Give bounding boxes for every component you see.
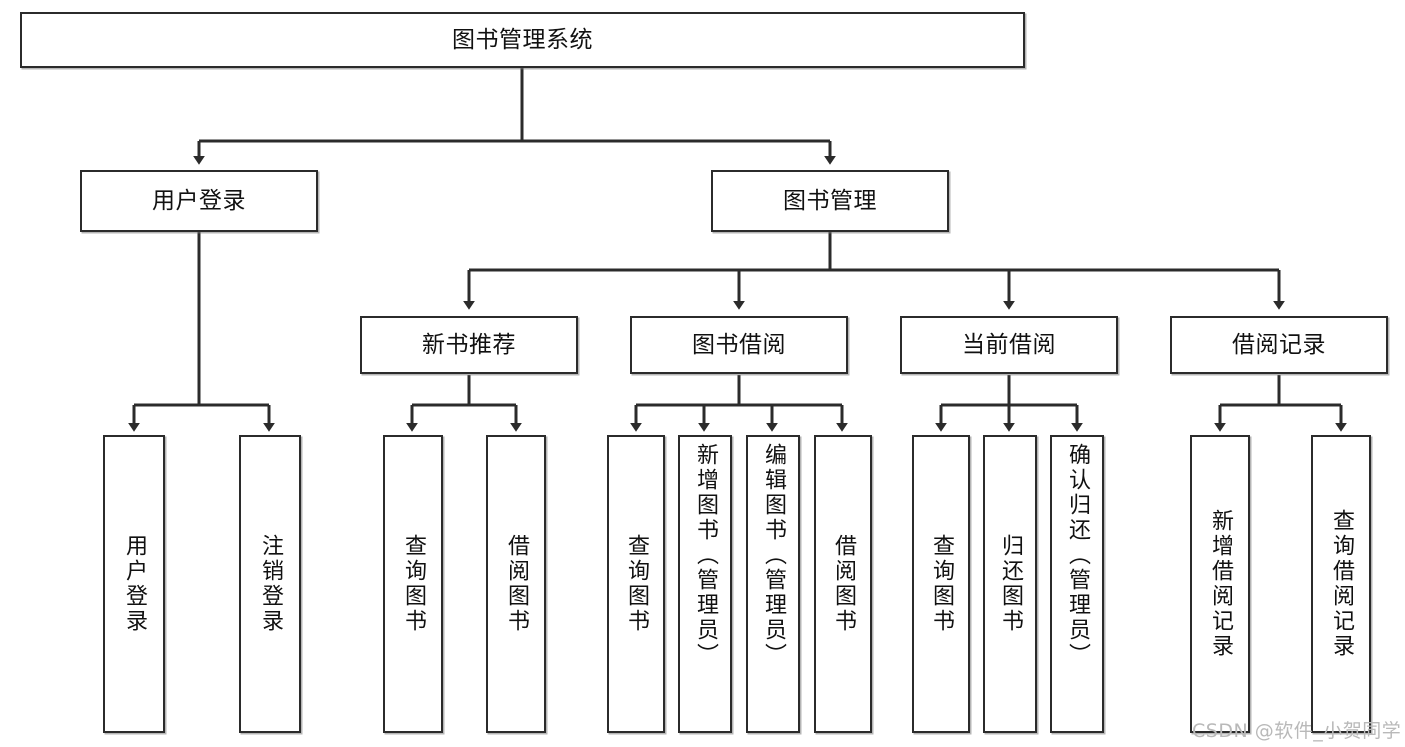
node-label: 归还图书	[997, 534, 1023, 634]
node-book-management[interactable]: 图书管理	[711, 170, 949, 232]
node-user-login[interactable]: 用户登录	[80, 170, 318, 232]
node-label: 当前借阅	[962, 331, 1056, 358]
leaf-borrow-book[interactable]: 借阅图书	[814, 435, 872, 733]
leaf-borrow-book-recommend[interactable]: 借阅图书	[486, 435, 546, 733]
leaf-edit-book-admin[interactable]: 编辑图书（管理员）	[746, 435, 800, 733]
node-label: 新书推荐	[422, 331, 516, 358]
node-label: 编辑图书（管理员）	[760, 443, 786, 668]
node-current-borrow[interactable]: 当前借阅	[900, 316, 1118, 374]
node-book-borrow[interactable]: 图书借阅	[630, 316, 848, 374]
leaf-query-book-recommend[interactable]: 查询图书	[383, 435, 443, 733]
node-borrow-record[interactable]: 借阅记录	[1170, 316, 1388, 374]
node-label: 用户登录	[121, 534, 147, 634]
node-label: 查询借阅记录	[1328, 509, 1354, 659]
node-label: 图书借阅	[692, 331, 786, 358]
node-label: 用户登录	[152, 187, 246, 214]
node-label: 查询图书	[400, 534, 426, 634]
node-label: 新增借阅记录	[1207, 509, 1233, 659]
node-book-management-system[interactable]: 图书管理系统	[20, 12, 1025, 68]
node-label: 借阅图书	[503, 534, 529, 634]
node-label: 图书管理	[783, 187, 877, 214]
node-new-book-recommend[interactable]: 新书推荐	[360, 316, 578, 374]
node-label: 注销登录	[257, 534, 283, 634]
node-label: 借阅记录	[1232, 331, 1326, 358]
leaf-confirm-return-admin[interactable]: 确认归还（管理员）	[1050, 435, 1104, 733]
leaf-add-borrow-record[interactable]: 新增借阅记录	[1190, 435, 1250, 733]
leaf-query-book-borrow[interactable]: 查询图书	[607, 435, 665, 733]
node-label: 查询图书	[928, 534, 954, 634]
leaf-add-book-admin[interactable]: 新增图书（管理员）	[678, 435, 732, 733]
node-label: 借阅图书	[830, 534, 856, 634]
leaf-return-book[interactable]: 归还图书	[983, 435, 1037, 733]
node-label: 图书管理系统	[452, 26, 593, 53]
node-label: 查询图书	[623, 534, 649, 634]
csdn-watermark: CSDN @软件_小贺同学	[1192, 720, 1402, 742]
leaf-query-borrow-record[interactable]: 查询借阅记录	[1311, 435, 1371, 733]
leaf-logout-login[interactable]: 注销登录	[239, 435, 301, 733]
leaf-query-book-current[interactable]: 查询图书	[912, 435, 970, 733]
leaf-user-login[interactable]: 用户登录	[103, 435, 165, 733]
node-label: 确认归还（管理员）	[1064, 443, 1090, 668]
node-label: 新增图书（管理员）	[692, 443, 718, 668]
